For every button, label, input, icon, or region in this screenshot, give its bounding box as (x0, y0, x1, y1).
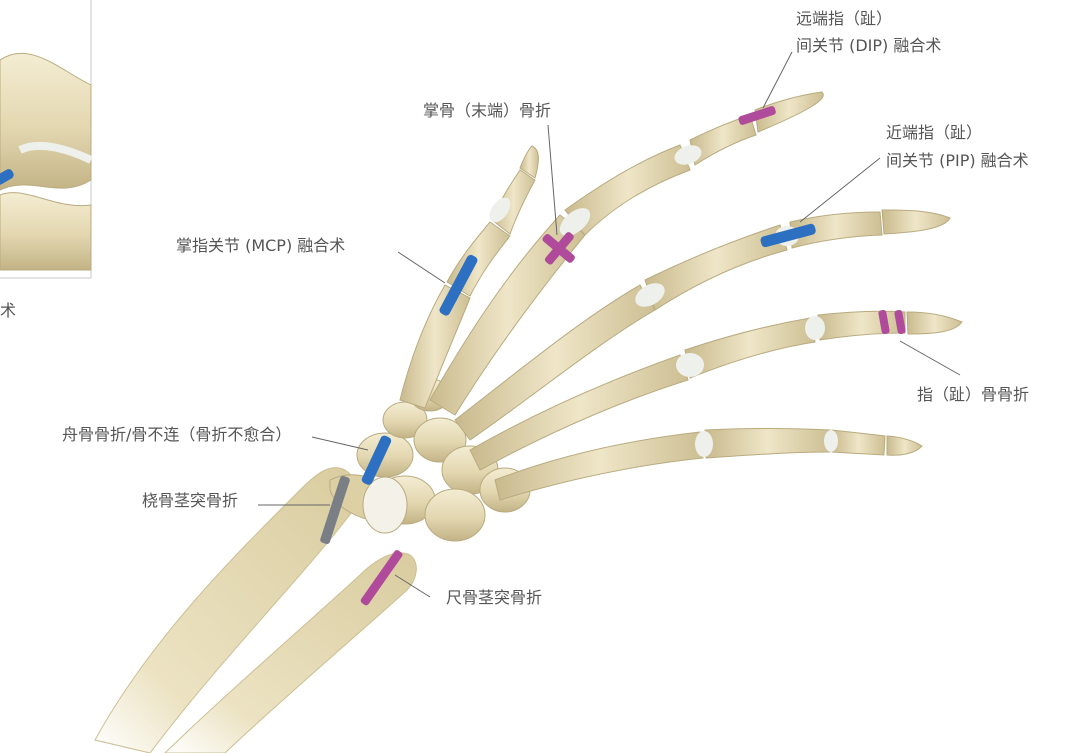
inset-caption: 术 (0, 300, 16, 322)
mcp-fusion-label: 掌指关节 (MCP) 融合术 (176, 235, 345, 257)
radial-styloid-fracture-label: 桡骨茎突骨折 (142, 490, 238, 512)
inset-panel (0, 0, 91, 278)
pip-fusion-label-line1: 近端指（趾） (886, 122, 982, 144)
scaphoid-fracture-label: 舟骨骨折/骨不连（骨折不愈合） (62, 424, 291, 446)
dip-fusion-label-line2: 间关节 (DIP) 融合术 (796, 35, 941, 57)
pip-fusion-label-line2: 间关节 (PIP) 融合术 (886, 150, 1029, 172)
dip-fusion-label-line1: 远端指（趾） (796, 8, 892, 30)
little-finger-bones (495, 429, 922, 501)
ulnar-styloid-fracture-label: 尺骨茎突骨折 (446, 587, 542, 609)
phalanx-fracture-label: 指（趾）骨骨折 (917, 384, 1029, 406)
metacarpal-fracture-label: 掌骨（末端）骨折 (423, 100, 551, 122)
